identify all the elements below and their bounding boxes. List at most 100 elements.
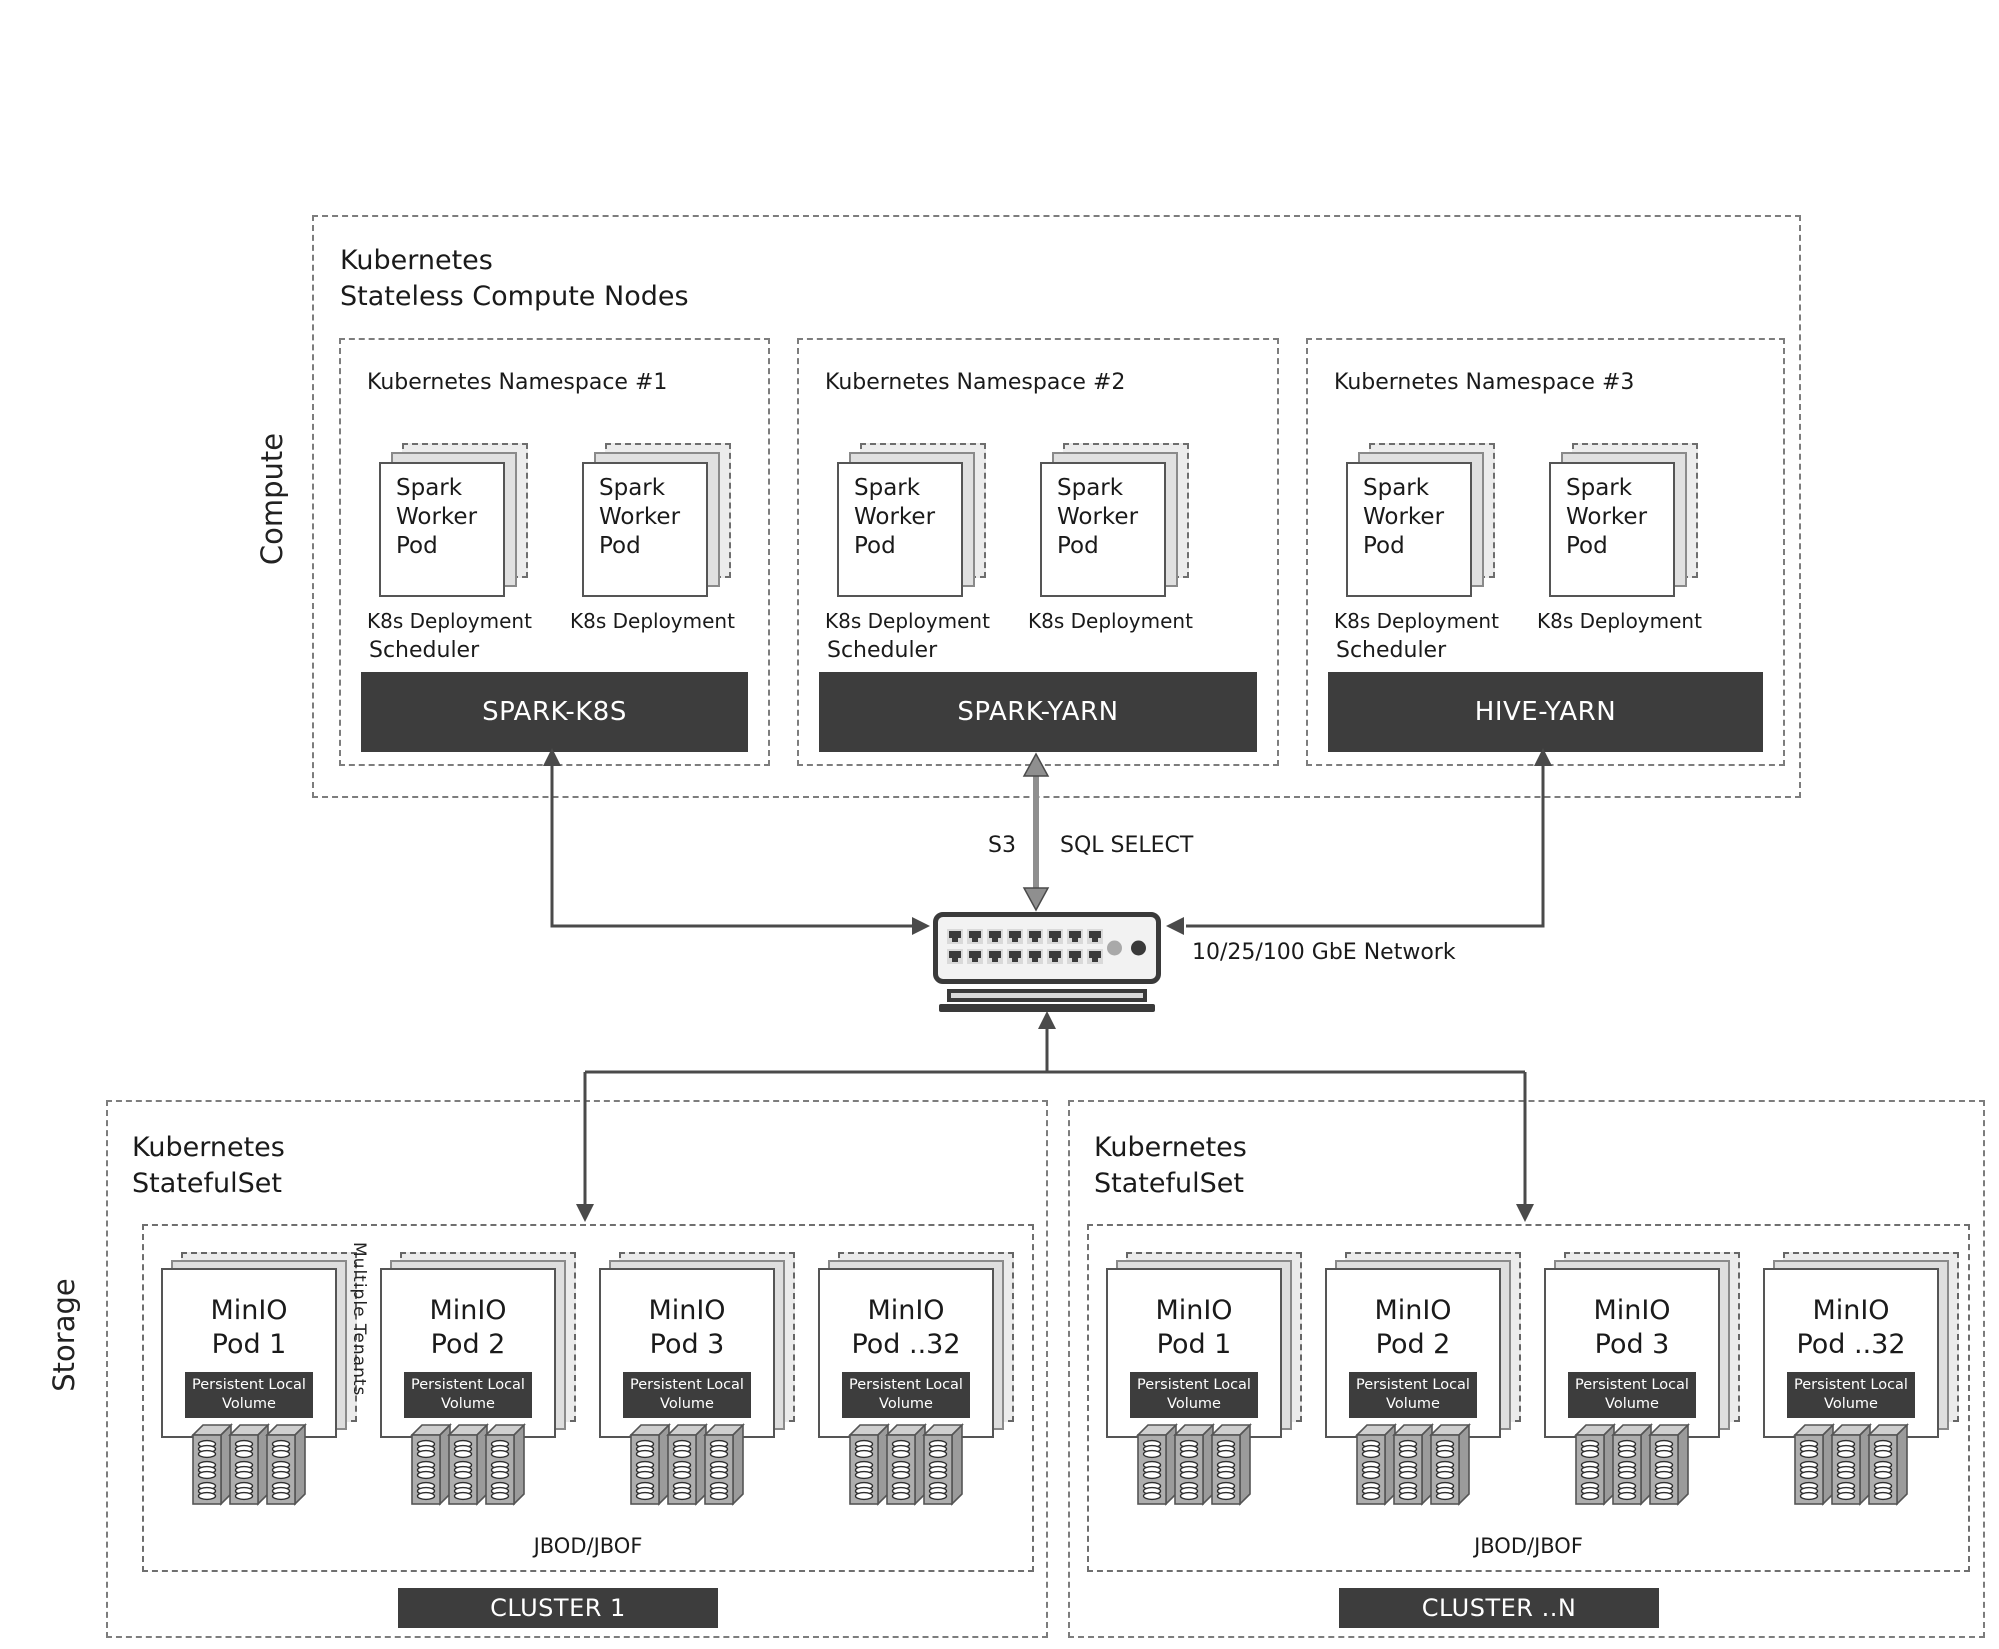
minio-pod-name-line1: MinIO: [210, 1295, 288, 1326]
minio-pod-stack: MinIO Pod 3 Persistent Local Volume: [599, 1252, 795, 1512]
disk-tower-group: [847, 1422, 965, 1508]
minio-pod-name-line2: Pod 1: [1156, 1328, 1232, 1360]
minio-pod-name-line2: Pod 3: [1594, 1328, 1670, 1360]
spark-worker-pod-card: Spark Worker Pod: [1040, 462, 1166, 597]
minio-pod-name-line2: Pod 2: [430, 1328, 506, 1360]
spark-worker-pod-card: Spark Worker Pod: [1549, 462, 1675, 597]
minio-pod-name-line2: Pod ..32: [1796, 1328, 1906, 1360]
persistent-local-volume-badge: Persistent Local Volume: [1349, 1372, 1477, 1418]
minio-pod-stack: MinIO Pod 2 Persistent Local Volume: [380, 1252, 576, 1512]
ethernet-port-icon: [1067, 929, 1083, 944]
statefulset-title: Kubernetes StatefulSet: [132, 1130, 1046, 1203]
disk-tower-icon: [1210, 1423, 1252, 1506]
minio-pods-row: MinIO Pod 1 Persistent Local Volume: [144, 1226, 1032, 1512]
minio-pod-name: MinIO Pod 1: [163, 1294, 335, 1362]
ethernet-port-icon: [1087, 929, 1103, 944]
disk-tower-icon: [484, 1423, 526, 1506]
kubernetes-namespace-box: Kubernetes Namespace #3 Spark Worker Pod…: [1306, 338, 1785, 766]
minio-pod-card: MinIO Pod ..32 Persistent Local Volume: [818, 1268, 994, 1438]
minio-pod-name-line1: MinIO: [1593, 1295, 1671, 1326]
ethernet-port-icon: [987, 949, 1003, 964]
persistent-local-volume-badge: Persistent Local Volume: [842, 1372, 970, 1418]
volume-label-line1: Persistent Local: [1794, 1377, 1908, 1394]
pod-label: Spark Worker Pod: [1363, 475, 1445, 559]
minio-pod-name: MinIO Pod ..32: [820, 1294, 992, 1362]
ethernet-port-icon: [1047, 949, 1063, 964]
disk-tower-icon: [666, 1423, 708, 1506]
minio-pod-name: MinIO Pod 1: [1108, 1294, 1280, 1362]
pod-label: Spark Worker Pod: [1566, 475, 1648, 559]
disk-tower-icon: [228, 1423, 270, 1506]
scheduler-label: Scheduler: [1336, 638, 1447, 663]
volume-label-line2: Volume: [222, 1396, 276, 1412]
ethernet-port-icon: [947, 929, 963, 944]
spark-worker-pod-stack: Spark Worker Pod K8s Deployment: [1537, 443, 1702, 639]
k8s-deployment-label: K8s Deployment: [825, 609, 990, 633]
ethernet-port-icon: [967, 929, 983, 944]
k8s-deployment-label: K8s Deployment: [1334, 609, 1499, 633]
pod-stacks-row: Spark Worker Pod K8s Deployment Spark Wo…: [799, 443, 1277, 639]
namespaces-row: Kubernetes Namespace #1 Spark Worker Pod…: [339, 338, 1785, 766]
k8s-deployment-label: K8s Deployment: [367, 609, 532, 633]
scheduler-name: SPARK-K8S: [482, 697, 627, 727]
volume-label-line2: Volume: [1386, 1396, 1440, 1412]
spark-worker-pod-stack: Spark Worker Pod K8s Deployment: [367, 443, 532, 639]
minio-pod-name-line1: MinIO: [1374, 1295, 1452, 1326]
kubernetes-statefulset-box: Kubernetes StatefulSet MinIO Pod 1 Persi…: [1068, 1100, 1985, 1638]
statefulset-title-line2: StatefulSet: [132, 1168, 282, 1200]
minio-pod-name-line2: Pod ..32: [851, 1328, 961, 1360]
disk-tower-group: [1573, 1422, 1691, 1508]
minio-pod-name-line2: Pod 2: [1375, 1328, 1451, 1360]
compute-section-title: Kubernetes Stateless Compute Nodes: [340, 243, 689, 316]
kubernetes-statefulset-box: Kubernetes StatefulSet MinIO Pod 1 Persi…: [106, 1100, 1048, 1638]
switch-base: [947, 989, 1147, 1002]
storage-layer-label: Storage: [47, 1278, 81, 1392]
minio-pod-stack: MinIO Pod 2 Persistent Local Volume: [1325, 1252, 1521, 1512]
minio-pod-card: MinIO Pod 3 Persistent Local Volume: [1544, 1268, 1720, 1438]
disk-tower-icon: [1611, 1423, 1653, 1506]
spark-worker-pod-card: Spark Worker Pod: [1346, 462, 1472, 597]
pod-stacks-row: Spark Worker Pod K8s Deployment Spark Wo…: [341, 443, 768, 639]
ethernet-port-icon: [947, 949, 963, 964]
pod-stacks-row: Spark Worker Pod K8s Deployment Spark Wo…: [1308, 443, 1783, 639]
ethernet-port-icon: [987, 929, 1003, 944]
k8s-deployment-label: K8s Deployment: [570, 609, 735, 633]
spark-worker-pod-stack: Spark Worker Pod K8s Deployment: [570, 443, 735, 639]
disk-tower-group: [1135, 1422, 1253, 1508]
statefulset-title: Kubernetes StatefulSet: [1094, 1130, 1983, 1203]
persistent-local-volume-badge: Persistent Local Volume: [623, 1372, 751, 1418]
minio-pod-name: MinIO Pod 3: [601, 1294, 773, 1362]
persistent-local-volume-badge: Persistent Local Volume: [1130, 1372, 1258, 1418]
ethernet-port-icon: [1067, 949, 1083, 964]
volume-label-line2: Volume: [660, 1396, 714, 1412]
disk-tower-icon: [447, 1423, 489, 1506]
disk-tower-icon: [265, 1423, 307, 1506]
minio-pod-card: MinIO Pod 3 Persistent Local Volume: [599, 1268, 775, 1438]
pod-label: Spark Worker Pod: [396, 475, 478, 559]
statefulset-title-line1: Kubernetes: [132, 1132, 285, 1163]
switch-base-shadow: [939, 1004, 1155, 1012]
volume-label-line1: Persistent Local: [1137, 1377, 1251, 1394]
minio-pod-card: MinIO Pod ..32 Persistent Local Volume: [1763, 1268, 1939, 1438]
persistent-local-volume-badge: Persistent Local Volume: [1787, 1372, 1915, 1418]
disk-tower-group: [190, 1422, 308, 1508]
ethernet-ports: [947, 929, 1103, 964]
disk-tower-icon: [1648, 1423, 1690, 1506]
minio-pod-name: MinIO Pod 2: [382, 1294, 554, 1362]
jbod-jbof-label: JBOD/JBOF: [533, 1534, 643, 1558]
s3-protocol-label: S3: [988, 833, 1016, 858]
persistent-local-volume-badge: Persistent Local Volume: [404, 1372, 532, 1418]
minio-pods-row: MinIO Pod 1 Persistent Local Volume: [1089, 1226, 1968, 1512]
compute-title-line2: Stateless Compute Nodes: [340, 281, 689, 313]
disk-tower-icon: [1392, 1423, 1434, 1506]
spark-worker-pod-card: Spark Worker Pod: [837, 462, 963, 597]
scheduler-bar: SPARK-YARN: [819, 672, 1257, 752]
jbod-jbof-label: JBOD/JBOF: [1474, 1534, 1583, 1558]
disk-tower-icon: [1355, 1423, 1397, 1506]
volume-label-line2: Volume: [1605, 1396, 1659, 1412]
disk-tower-icon: [1136, 1423, 1178, 1506]
volume-label-line2: Volume: [1167, 1396, 1221, 1412]
scheduler-name: HIVE-YARN: [1474, 697, 1617, 727]
minio-pod-name-line1: MinIO: [1812, 1295, 1890, 1326]
persistent-local-volume-badge: Persistent Local Volume: [185, 1372, 313, 1418]
